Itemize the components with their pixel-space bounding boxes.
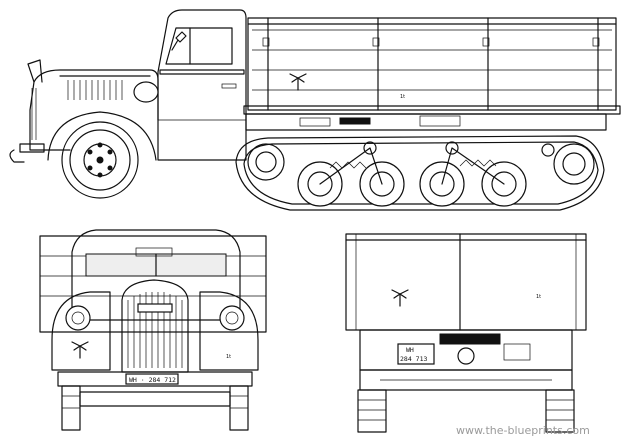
palm-insignia-icon <box>71 341 89 359</box>
chassis-rail <box>245 113 607 131</box>
load-label-side: 1t <box>400 94 405 100</box>
rear-plate-line2: 284 713 <box>400 355 427 363</box>
rear-plate <box>397 343 435 365</box>
load-label-front: 1t <box>226 354 231 360</box>
front-wheel <box>47 111 157 199</box>
side-view: 1t <box>9 9 621 211</box>
front-plate <box>125 373 179 385</box>
front-view: 1t WH · 284 712 <box>39 229 267 431</box>
rear-view: 1t WH 284 713 <box>345 233 587 433</box>
radiator-grille <box>121 279 189 373</box>
headlamp-side <box>133 81 159 103</box>
cargo-bed: 1t <box>243 17 621 115</box>
rear-track-left <box>357 389 387 433</box>
watermark: www.the-blueprints.com <box>456 424 590 437</box>
cab <box>157 9 247 161</box>
palm-insignia-icon <box>289 73 307 91</box>
drive-sprocket <box>247 143 285 181</box>
front-plate-text: WH · 284 712 <box>129 376 176 384</box>
tow-coupling <box>457 347 475 365</box>
palm-insignia-icon <box>391 289 409 307</box>
tow-hook-icon <box>9 149 25 163</box>
tailgate <box>345 233 587 331</box>
rear-track-right <box>545 389 575 433</box>
track-assembly <box>235 135 605 211</box>
hood <box>9 59 159 163</box>
hood-louvres <box>67 80 123 100</box>
idler-wheel <box>553 143 595 185</box>
rear-plate-line1: WH <box>406 346 414 354</box>
headlamp-left <box>65 305 91 331</box>
headlamp-right <box>219 305 245 331</box>
load-label-rear: 1t <box>536 294 541 300</box>
